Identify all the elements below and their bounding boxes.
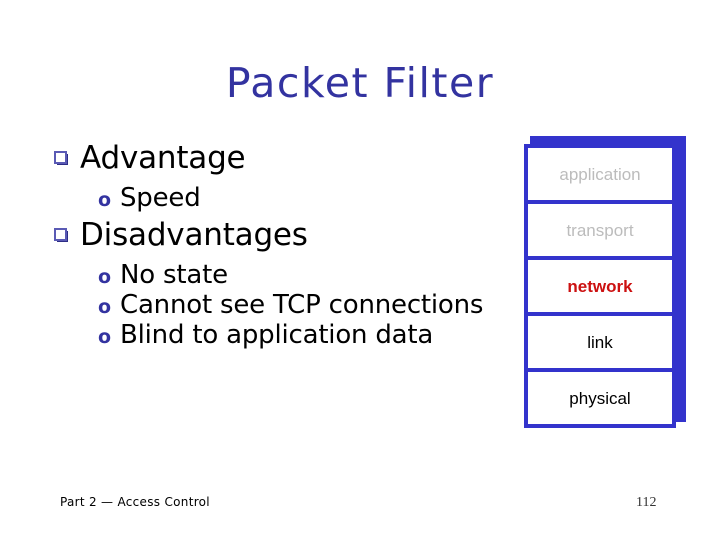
list-item-label: Cannot see TCP connections [120, 290, 484, 320]
list-item-cannot-see-tcp: o Cannot see TCP connections [98, 290, 504, 320]
circle-bullet-icon: o [98, 189, 112, 211]
stack-layer-network: network [528, 260, 672, 312]
list-item-label: Speed [120, 183, 201, 213]
circle-bullet-icon: o [98, 296, 112, 318]
stack-layer-transport: transport [528, 204, 672, 256]
list-item-blind-to-application-data: o Blind to application data [98, 320, 504, 350]
network-stack-diagram: application transport network link physi… [524, 136, 686, 428]
page-title: Packet Filter [225, 59, 495, 107]
list-item-disadvantages: Disadvantages [54, 217, 504, 253]
stack-frame: application transport network link physi… [524, 144, 676, 428]
list-item-no-state: o No state [98, 260, 504, 290]
list-item-label: Disadvantages [80, 217, 308, 253]
circle-bullet-icon: o [98, 266, 112, 288]
bullet-list: Advantage o Speed Disadvantages o No sta… [54, 140, 504, 350]
footer-note: Part 2 — Access Control [60, 495, 210, 509]
list-item-label: No state [120, 260, 228, 290]
circle-bullet-icon: o [98, 326, 112, 348]
stack-layer-physical: physical [528, 372, 672, 424]
page-number: 112 [636, 495, 657, 510]
square-bullet-icon [54, 151, 80, 168]
square-bullet-icon [54, 228, 80, 245]
list-item-speed: o Speed [98, 183, 504, 213]
list-item-advantage: Advantage [54, 140, 504, 176]
stack-layer-link: link [528, 316, 672, 368]
stack-layer-application: application [528, 148, 672, 200]
list-item-label: Advantage [80, 140, 246, 176]
list-item-label: Blind to application data [120, 320, 434, 350]
